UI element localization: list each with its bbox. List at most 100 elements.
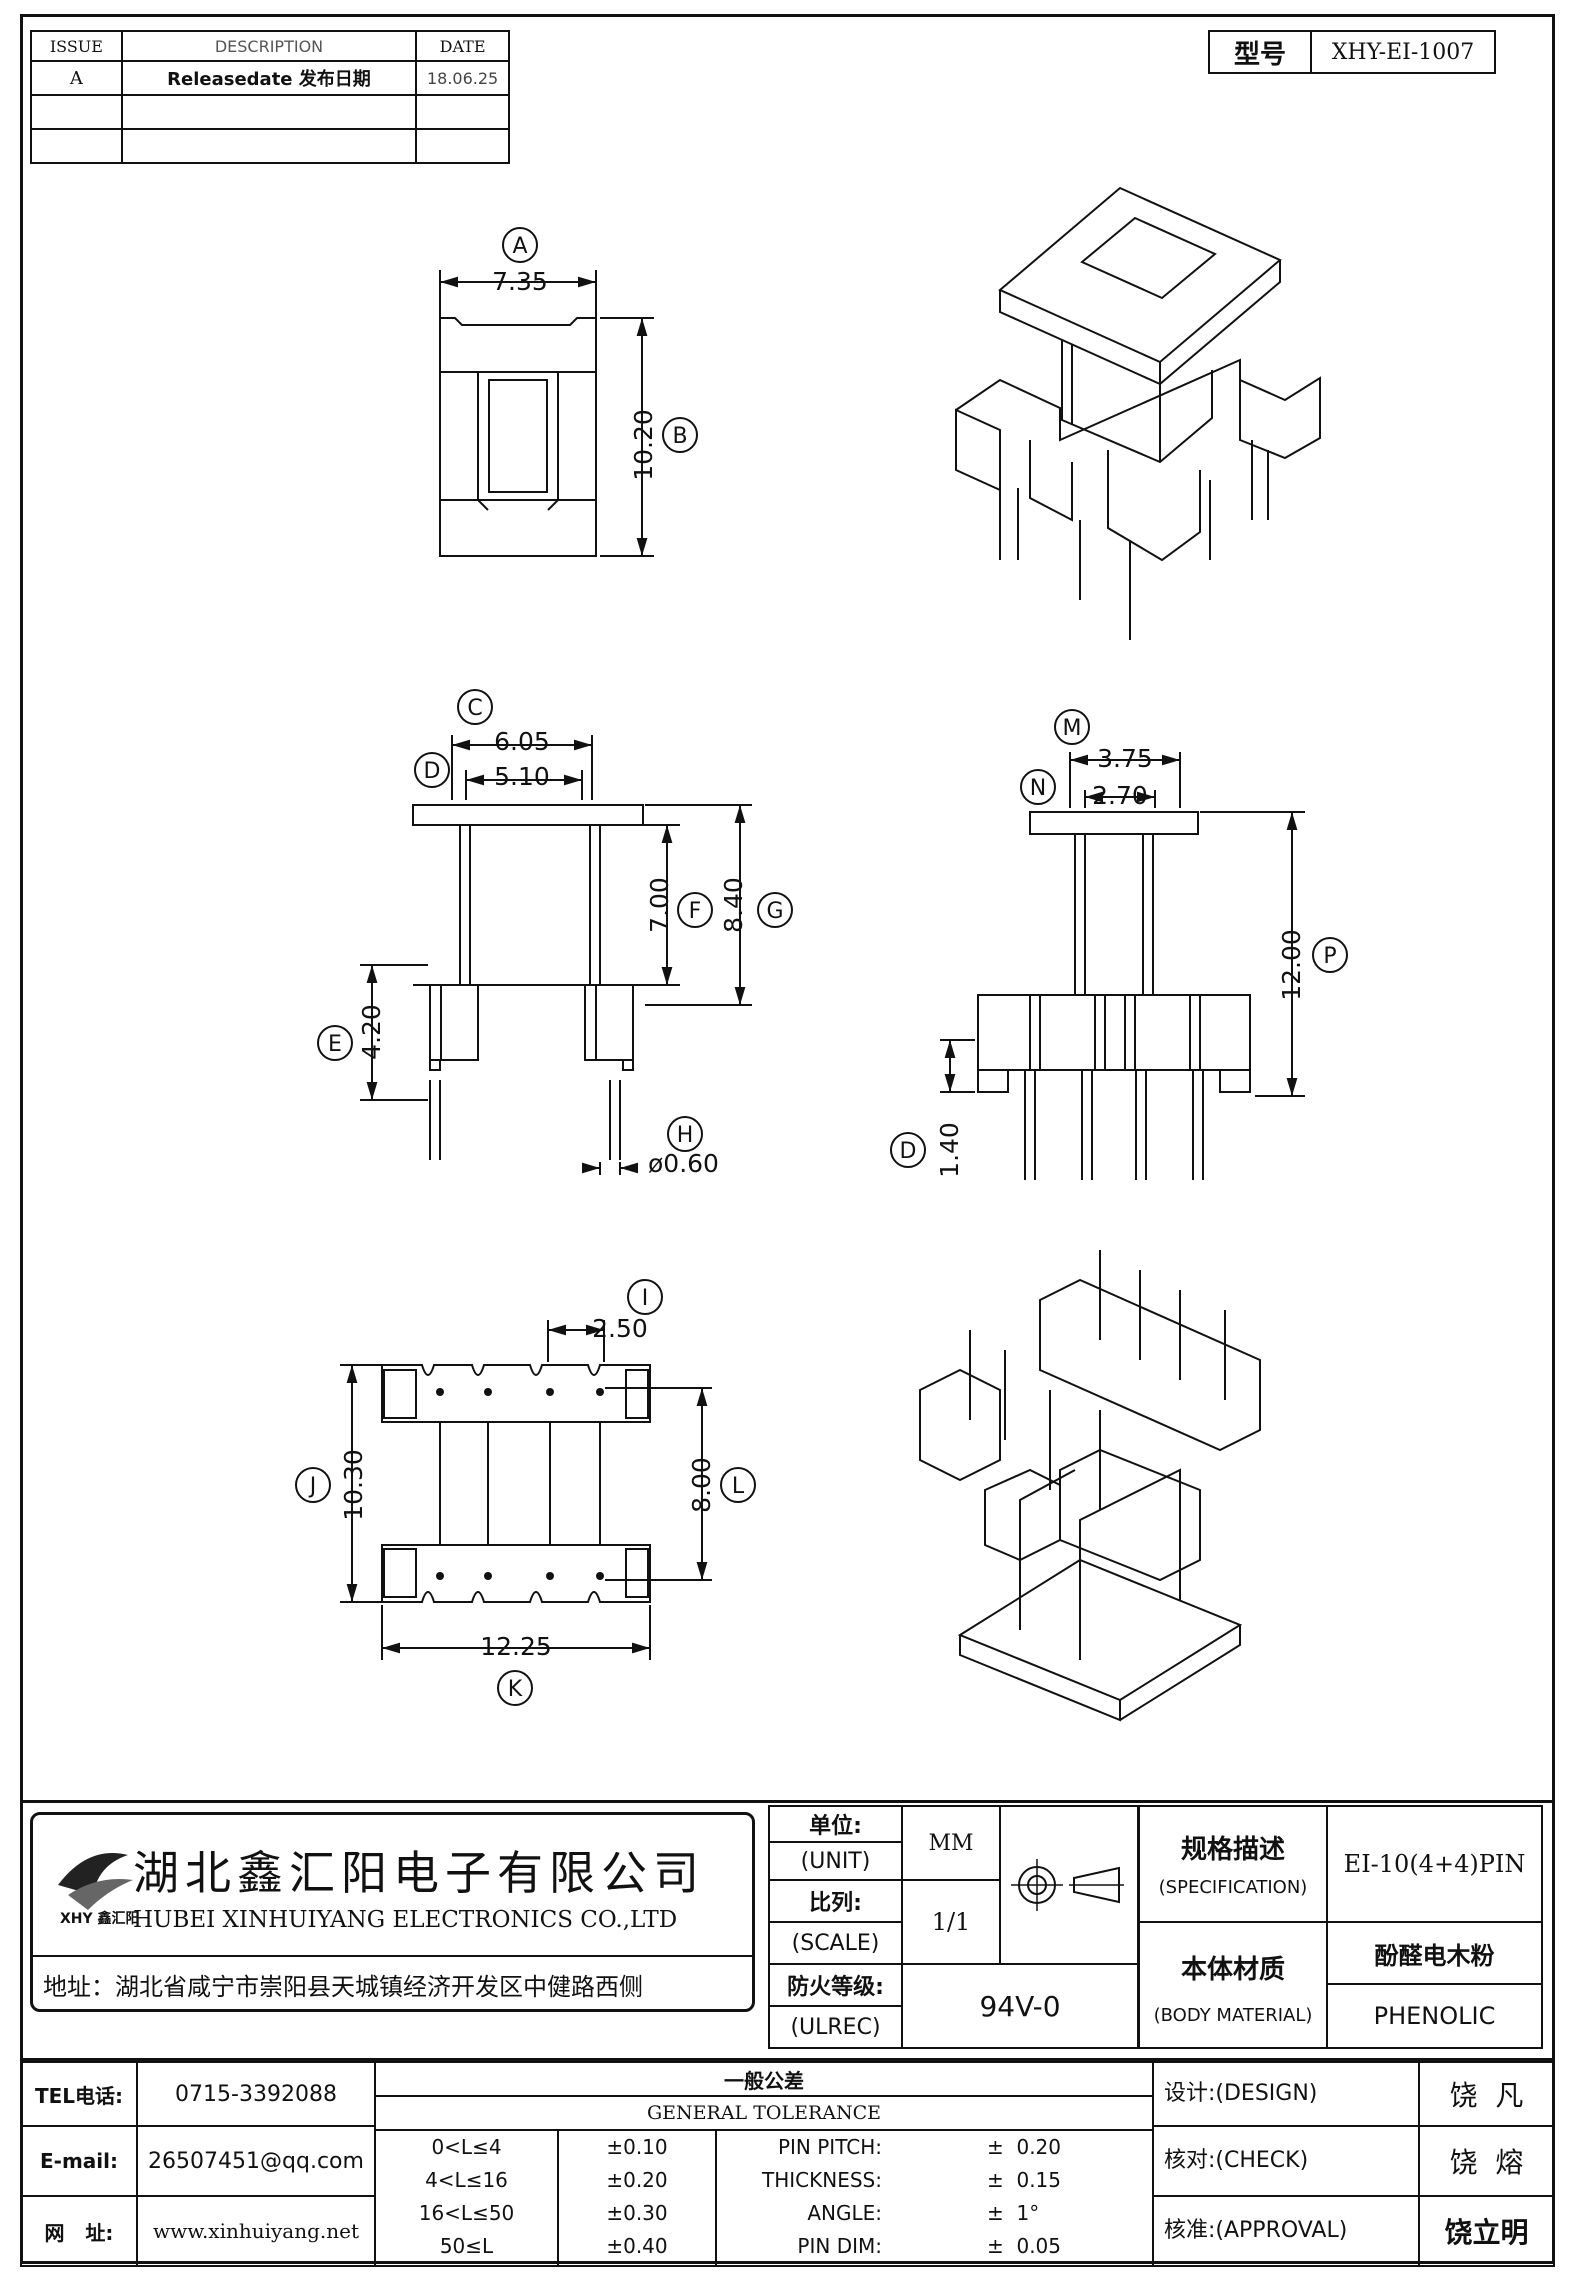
revision-issue: [30, 94, 123, 130]
special-tolerance-label: PIN PITCH:: [777, 2135, 882, 2159]
dimension-value-g: 8.40: [719, 877, 748, 933]
top-view: [439, 270, 654, 557]
dimension-value-b: 10.20: [629, 409, 658, 481]
company-address-divider: [33, 1955, 752, 1957]
material-value-cn: 酚醛电木粉: [1326, 1921, 1543, 1985]
tolerance-value: ±0.30: [606, 2201, 668, 2225]
dimension-value-m: 3.75: [1097, 744, 1153, 773]
svg-text:B: B: [672, 424, 687, 449]
balloon-i: I: [627, 1279, 663, 1315]
fire-rating-value: 94V-0: [901, 1963, 1139, 2049]
balloon-b: B: [662, 417, 698, 453]
fire-rating-label-en: (ULREC): [768, 2005, 903, 2049]
website-label: 网 址:: [20, 2195, 138, 2267]
svg-text:E: E: [328, 1032, 342, 1057]
technical-drawing: 7.35 10.20 6.05 5.10 7.00 8.40 4.20 ø0.6…: [295, 186, 1348, 1722]
dimension-value-n: 2.70: [1092, 781, 1148, 810]
company-logo: XHY 鑫汇阳: [58, 1853, 138, 1925]
design-name: 饶 凡: [1418, 2061, 1555, 2127]
dimension-value-p: 12.00: [1277, 929, 1306, 1001]
fire-rating-label-cn: 防火等级:: [768, 1963, 903, 2007]
svg-text:A: A: [512, 234, 527, 259]
approval-name: 饶立明: [1418, 2195, 1555, 2267]
revision-date: [415, 128, 510, 164]
balloon-p: P: [1312, 937, 1348, 973]
revision-header-issue: ISSUE: [30, 30, 123, 62]
spec-grid: 单位: (UNIT) MM 比列: (SCALE) 1/1 防火等级: (ULR…: [768, 1805, 1139, 2060]
svg-text:L: L: [732, 1474, 745, 1499]
tel-value: 0715-3392088: [136, 2061, 376, 2127]
svg-text:I: I: [642, 1286, 649, 1311]
check-label: 核对:(CHECK): [1152, 2125, 1420, 2197]
company-box: XHY 鑫汇阳 湖北鑫汇阳电子有限公司 HUBEI XINHUIYANG ELE…: [30, 1812, 755, 2012]
tolerance-range: 16<L≤50: [418, 2201, 515, 2225]
revision-issue: [30, 128, 123, 164]
website-value: www.xinhuiyang.net: [136, 2195, 376, 2267]
svg-text:D: D: [900, 1139, 917, 1164]
tolerance-title-en: GENERAL TOLERANCE: [374, 2095, 1154, 2131]
isometric-top-view: [955, 186, 1321, 640]
tolerance-value: ±0.40: [606, 2234, 668, 2258]
svg-text:K: K: [508, 1677, 523, 1702]
svg-text:C: C: [467, 696, 482, 721]
revision-date: 18.06.25: [415, 60, 510, 96]
balloon-m: M: [1054, 709, 1090, 745]
special-tolerance-value: ± 0.15: [987, 2168, 1062, 2192]
tolerance-range: 4<L≤16: [425, 2168, 508, 2192]
spec-material-grid: 规格描述 (SPECIFICATION) EI-10(4+4)PIN 本体材质 …: [1138, 1805, 1555, 2060]
model-number: XHY-EI-1007: [1310, 30, 1496, 74]
balloon-l: L: [720, 1467, 756, 1503]
svg-text:G: G: [766, 899, 783, 924]
check-name: 饶 熔: [1418, 2125, 1555, 2197]
model-box: 型号 XHY-EI-1007: [1208, 30, 1496, 74]
revision-table: ISSUE DESCRIPTION DATE A Releasedate 发布日…: [30, 30, 510, 164]
dimension-value-c: 6.05: [494, 727, 550, 756]
isometric-bottom-view: [919, 1250, 1261, 1722]
pin-markers: [436, 1388, 604, 1580]
material-value-en: PHENOLIC: [1326, 1983, 1543, 2049]
material-label-cell: 本体材质 (BODY MATERIAL): [1138, 1921, 1328, 2049]
company-address: 地址：湖北省咸宁市崇阳县天城镇经济开发区中健路西侧: [43, 1973, 643, 2001]
spec-value: EI-10(4+4)PIN: [1326, 1805, 1543, 1923]
balloon-a: A: [502, 227, 538, 263]
projection-symbol: [999, 1805, 1139, 1965]
scale-value: 1/1: [901, 1879, 1001, 1965]
balloon-d: D: [414, 752, 450, 788]
front-view: [360, 735, 752, 1175]
material-label-cn: 本体材质: [1180, 1955, 1285, 1985]
special-tolerance-label: PIN DIM:: [797, 2234, 882, 2258]
tolerance-value: ±0.10: [606, 2135, 668, 2159]
unit-value: MM: [901, 1805, 1001, 1881]
dimension-values: 7.35 10.20 6.05 5.10 7.00 8.40 4.20 ø0.6…: [339, 267, 1306, 1661]
dimension-value-d2: 1.40: [935, 1122, 964, 1178]
material-label-en: (BODY MATERIAL): [1153, 2005, 1313, 2026]
special-tolerance-row: PIN DIM: ± 0.05: [717, 2230, 1152, 2263]
tolerance-range-column: 0<L≤4 4<L≤16 16<L≤50 50≤L: [374, 2129, 559, 2267]
svg-text:H: H: [677, 1123, 694, 1148]
dimension-value-h: ø0.60: [648, 1149, 719, 1178]
balloon-g: G: [757, 892, 793, 928]
bottom-row: TEL电话: 0715-3392088 E-mail: 26507451@qq.…: [20, 2058, 1555, 2267]
dimension-value-k: 12.25: [480, 1632, 552, 1661]
balloon-d2: D: [890, 1132, 926, 1168]
revision-header-description: DESCRIPTION: [120, 30, 418, 62]
unit-label-cn: 单位:: [768, 1805, 903, 1843]
tolerance-value: ±0.20: [606, 2168, 668, 2192]
company-name-en: HUBEI XINHUIYANG ELECTRONICS CO.,LTD: [133, 1907, 678, 1933]
scale-label-cn: 比列:: [768, 1879, 903, 1923]
revision-issue: A: [30, 60, 123, 96]
spec-label-cell: 规格描述 (SPECIFICATION): [1138, 1805, 1328, 1923]
drawing-frame: [20, 14, 1555, 2264]
special-tolerance-label: ANGLE:: [807, 2201, 882, 2225]
special-tolerance-row: PIN PITCH:± 0.20: [717, 2131, 1152, 2164]
email-value: 26507451@qq.com: [136, 2125, 376, 2197]
svg-text:D: D: [424, 759, 441, 784]
balloon-n: N: [1020, 769, 1056, 805]
balloon-k: K: [497, 1670, 533, 1706]
spec-label-cn: 规格描述: [1180, 1835, 1285, 1865]
balloon-h: H: [667, 1116, 703, 1152]
special-tolerance-value: ± 0.05: [987, 2234, 1062, 2258]
dimension-balloons: A B C D F G E H M N P D I J L K: [295, 227, 1348, 1706]
balloon-e: E: [317, 1025, 353, 1061]
balloon-j: J: [295, 1467, 331, 1503]
